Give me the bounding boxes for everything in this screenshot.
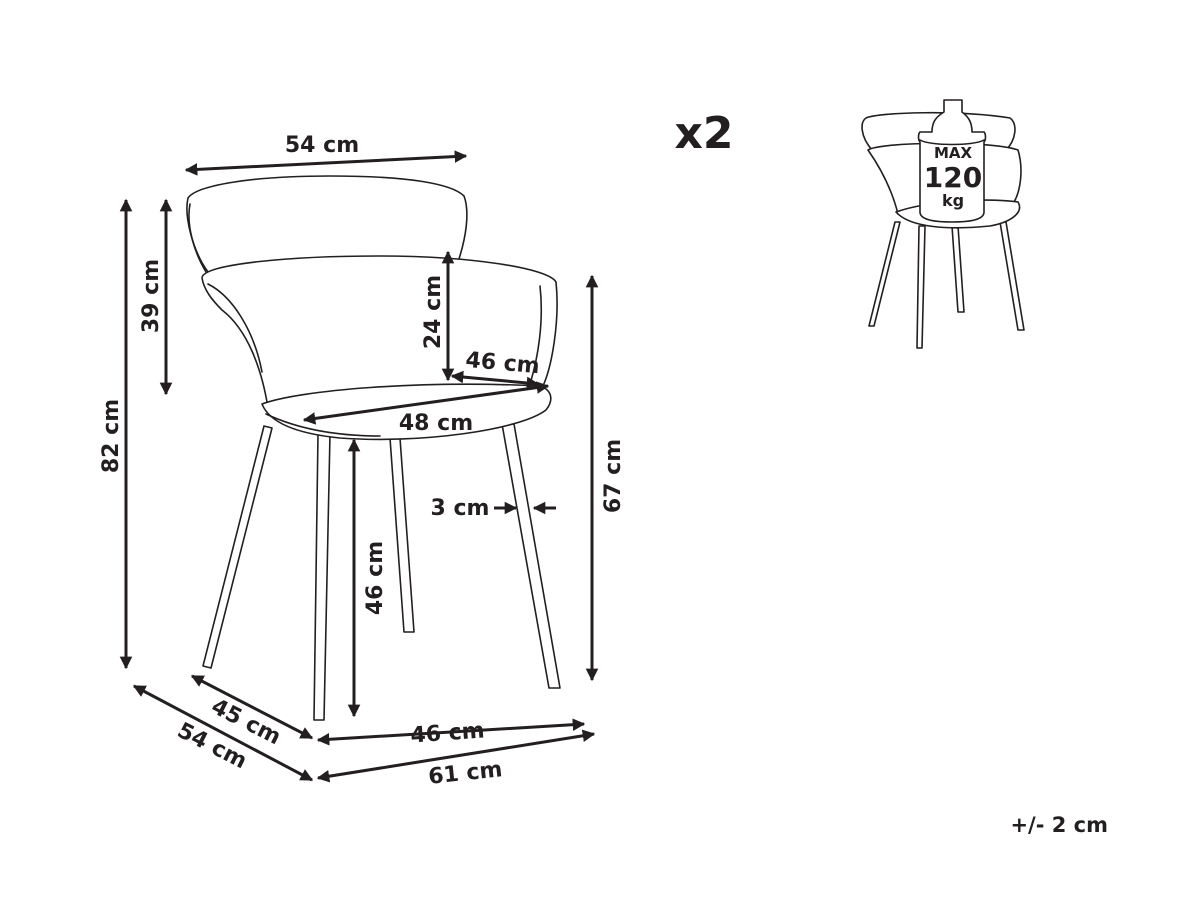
quantity-label: x2 <box>675 108 734 159</box>
backrest-width-arrow <box>184 150 468 176</box>
tolerance-note: +/- 2 cm <box>1010 813 1108 837</box>
backrest-width-label: 54 cm <box>285 133 359 158</box>
total-width-label: 61 cm <box>427 757 503 790</box>
load-badge-unit: kg <box>942 191 964 210</box>
load-badge-max: MAX <box>934 144 973 162</box>
seat-height-label: 46 cm <box>363 541 388 615</box>
small-chair-leg-front-right <box>999 221 1025 331</box>
front-left-leg <box>313 433 331 721</box>
base-width-label: 46 cm <box>410 718 486 748</box>
load-capacity-illustration: MAX 120 kg <box>861 99 1025 349</box>
weight-icon <box>917 99 987 223</box>
load-badge-value: 120 <box>924 161 982 194</box>
chair-drawing <box>186 175 561 721</box>
backrest-height-label: 39 cm <box>139 259 164 333</box>
seat-width-arrow <box>302 381 550 425</box>
weight-icon-rim <box>919 139 985 146</box>
seat-width-label: 48 cm <box>399 411 473 436</box>
small-chair-leg-back-left <box>868 221 901 327</box>
leg-thickness-label: 3 cm <box>431 496 490 521</box>
small-chair-leg-front-left <box>916 225 926 349</box>
seat-edge <box>265 413 381 437</box>
shell-inner-left <box>207 283 263 373</box>
backrest-edge <box>188 203 207 273</box>
dimension-lines <box>119 150 599 783</box>
armrest-height-label: 24 cm <box>421 275 446 349</box>
front-right-leg <box>501 423 561 689</box>
total-width-arrow <box>316 729 596 783</box>
total-height-label: 82 cm <box>99 399 124 473</box>
small-chair-leg-back-right <box>951 225 965 313</box>
total-depth-arrow <box>132 684 314 782</box>
back-right-leg <box>389 437 415 633</box>
back-left-leg <box>202 425 273 669</box>
armrest-floor-height-label: 67 cm <box>601 439 626 513</box>
